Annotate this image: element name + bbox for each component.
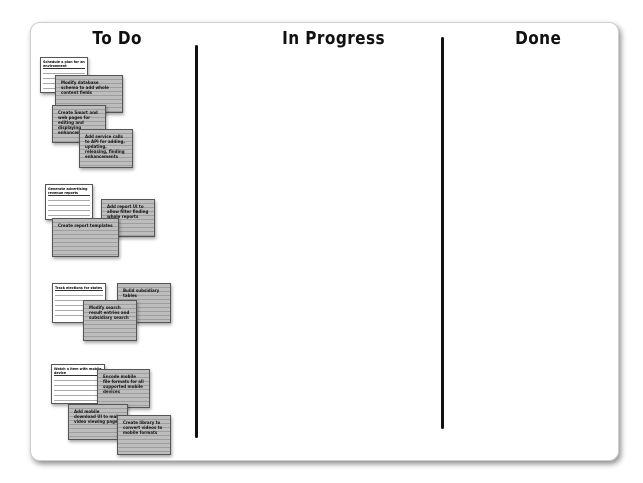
task-card-text: Encode mobile file formats for all suppo… <box>103 374 144 394</box>
task-card[interactable]: Create library to convert videos to mobi… <box>117 415 171 455</box>
task-card-text: Modify database schema to add whole cont… <box>61 80 109 95</box>
task-card-text: Add report UI to allow filter finding wh… <box>107 204 149 219</box>
task-card[interactable]: Modify search result entries and subsidi… <box>83 300 137 341</box>
story-card-title: Schedule a plan for an environment <box>43 60 85 69</box>
column-divider-right <box>441 37 444 429</box>
column-divider-left <box>195 45 198 438</box>
story-card[interactable]: Generate advertising revenue reports <box>45 184 93 221</box>
task-card-text: Create library to convert videos to mobi… <box>123 420 163 435</box>
task-card-text: Build subsidiary tables <box>123 288 160 298</box>
task-card[interactable]: Encode mobile file formats for all suppo… <box>97 369 150 408</box>
story-card-title: Generate advertising revenue reports <box>48 187 90 196</box>
task-card-text: Create Smart and web pages for editing a… <box>58 110 98 135</box>
task-card[interactable]: Create report templates <box>52 218 119 257</box>
story-card-title: Track elections for states <box>55 286 103 291</box>
column-title-done: Done <box>515 28 562 49</box>
task-card-text: Add service calls to API for adding, upd… <box>85 134 125 159</box>
task-card-text: Create report templates <box>58 223 113 228</box>
column-title-in-progress: In Progress <box>282 28 386 49</box>
task-card-text: Modify search result entries and subsidi… <box>89 305 130 320</box>
task-card[interactable]: Create Smart and web pages for editing a… <box>52 105 106 143</box>
column-title-todo: To Do <box>92 28 142 49</box>
task-card[interactable]: Add service calls to API for adding, upd… <box>79 129 133 168</box>
kanban-board: To Do In Progress Done Schedule a plan f… <box>30 22 619 461</box>
task-card-text: Add mobile download UI to make video vie… <box>74 409 122 424</box>
story-card-title: Watch a item with mobile device <box>54 367 102 376</box>
